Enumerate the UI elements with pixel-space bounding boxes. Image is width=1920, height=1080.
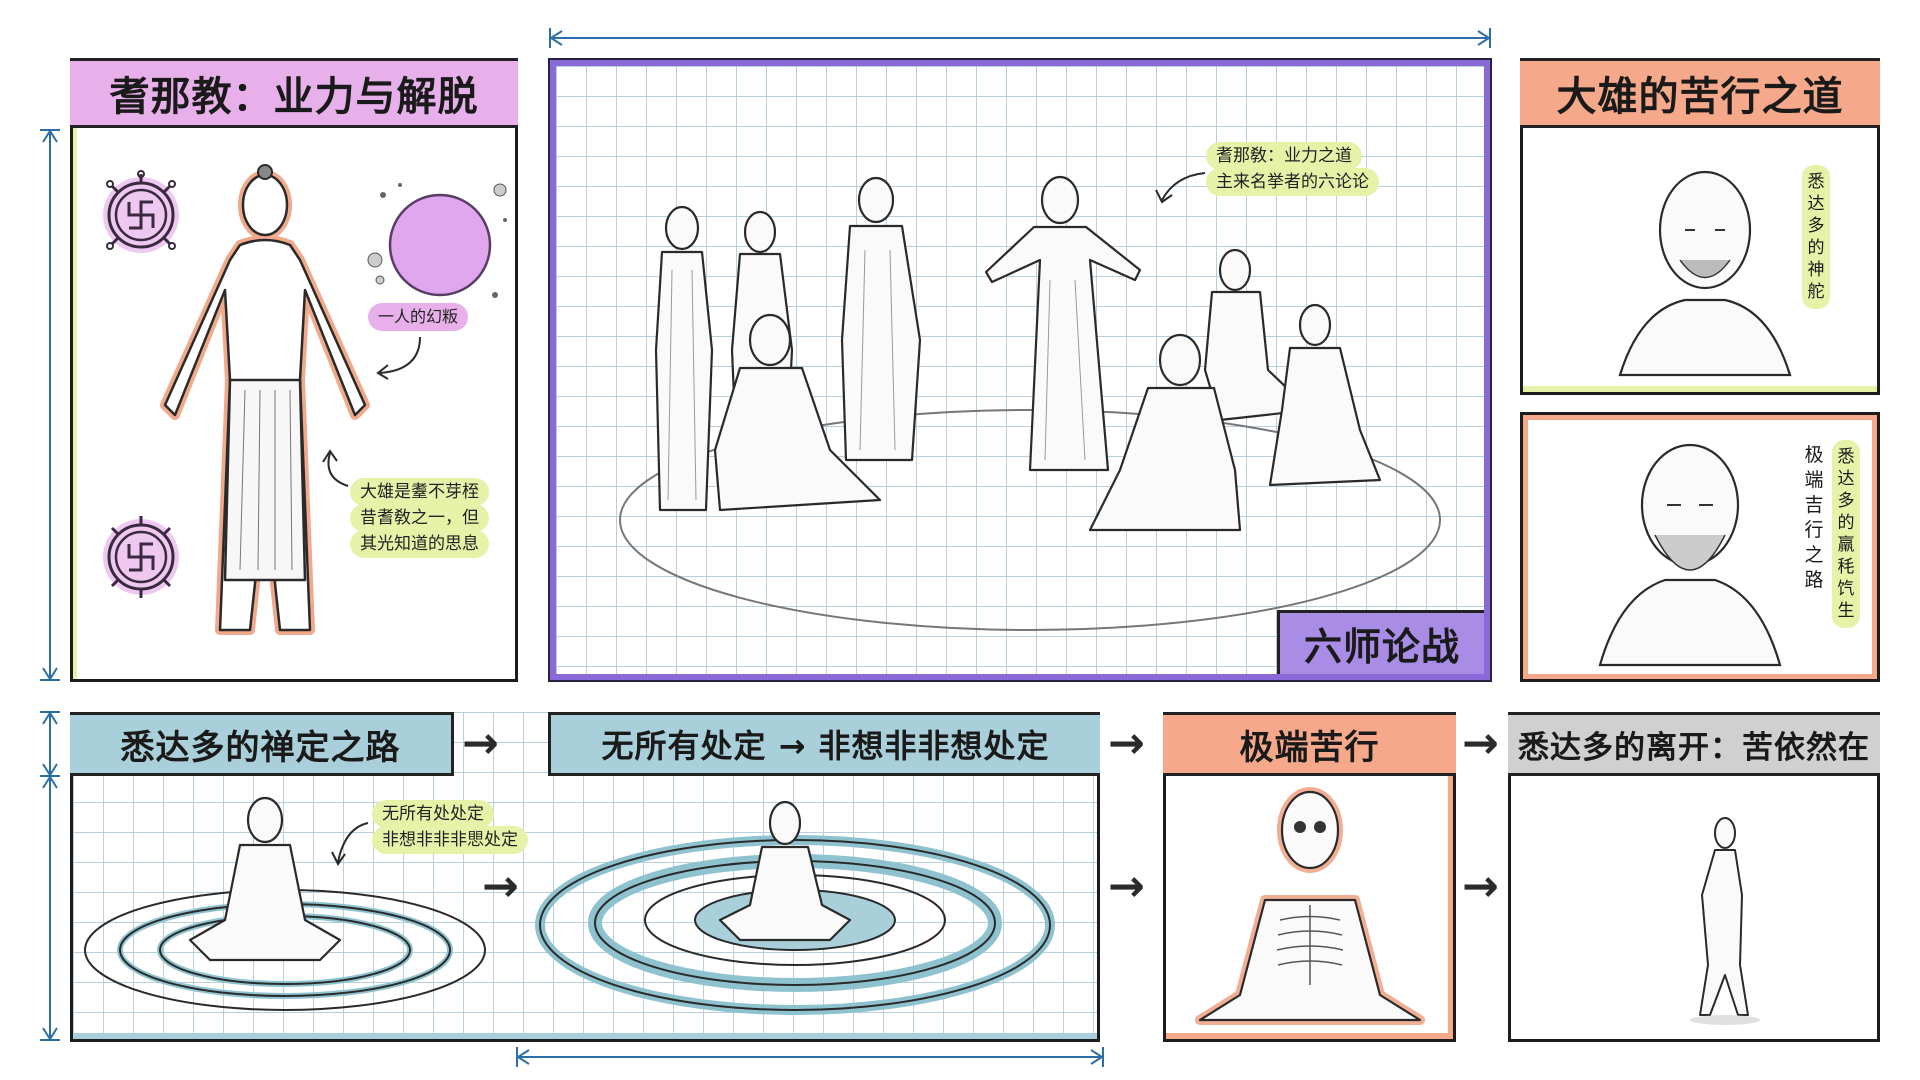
ascetic-vertical-note: 悉达多的羸秏饩生 [1832, 440, 1860, 628]
jainism-panel-title: 耆那教：业力与解脱 [70, 58, 518, 128]
meditation-stage-header: 无所有处定 → 非想非非想处定 [548, 712, 1100, 776]
meditation-rings-stage-2 [535, 800, 1055, 1015]
jain-swastika-wheel-icon [103, 516, 179, 598]
ascetic-path-vertical-label: 极端吉行之路 [1804, 444, 1824, 591]
curved-arrow-icon [1155, 172, 1206, 204]
meditation-path-header: 悉达多的禅定之路 [70, 712, 454, 776]
siddhartha-departure-panel [1508, 712, 1880, 1042]
curved-arrow-icon [331, 822, 369, 866]
debate-panel-label: 六师论战 [1277, 610, 1484, 674]
flow-arrow-1: → [462, 718, 499, 769]
meditation-note-line-1: 无所有处处定 [372, 800, 494, 828]
jainism-panel [70, 58, 518, 682]
emaciated-siddhartha-sketch [1195, 787, 1425, 1025]
curved-arrow-icon [322, 449, 349, 487]
orb-note: 一人的幻粄 [368, 303, 469, 331]
dimension-arrow-left-body [40, 775, 60, 1041]
siddhartha-portrait-sketch [1618, 170, 1792, 377]
curved-arrow-icon [376, 336, 421, 380]
flow-arrow-3: → [1108, 718, 1145, 769]
jain-swastika-wheel-icon [103, 170, 179, 253]
debate-note-line-2: 主来名挙者的六论论 [1206, 168, 1379, 196]
flow-arrow-2: → [482, 861, 519, 912]
figure-note-line-3: 其光知道的思息 [350, 530, 489, 558]
standing-ascetic-figure [160, 164, 370, 635]
dimension-arrow-left-header [40, 711, 60, 777]
walking-monk-sketch [1690, 817, 1760, 1025]
flow-arrow-5: → [1462, 718, 1499, 769]
flow-arrow-6: → [1462, 861, 1499, 912]
figure-note-line-2: 昔耆敎之一，但 [350, 504, 489, 532]
extreme-asceticism-panel [1163, 712, 1456, 1042]
dimension-arrow-left-top [40, 129, 60, 681]
bearded-ascetic-portrait-sketch [1598, 443, 1782, 667]
meditation-note-line-2: 非想非非非愳处定 [372, 826, 528, 854]
mahavira-top-vertical-note: 悉达多的神舵 [1802, 165, 1830, 309]
debate-circle [619, 409, 1441, 631]
flow-arrow-4: → [1108, 861, 1145, 912]
mahavira-panel-title: 大雄的苦行之道 [1520, 58, 1880, 128]
extreme-asceticism-header: 极端苦行 [1163, 712, 1456, 776]
meditation-rings-stage-1 [84, 796, 486, 1011]
siddhartha-departure-header: 悉达多的离开：苦依然在 [1508, 712, 1880, 776]
karma-orb [367, 183, 507, 298]
mahavira-panel [1520, 58, 1880, 395]
dimension-arrow-bottom [516, 1047, 1104, 1067]
ascetic-portrait-panel [1520, 412, 1880, 682]
debate-note-line-1: 耆那敎：业力之道 [1206, 142, 1362, 170]
dimension-arrow-top [549, 28, 1491, 48]
figure-note-line-1: 大雄是耋不芽桎 [350, 478, 489, 506]
debate-figures [654, 175, 1382, 532]
